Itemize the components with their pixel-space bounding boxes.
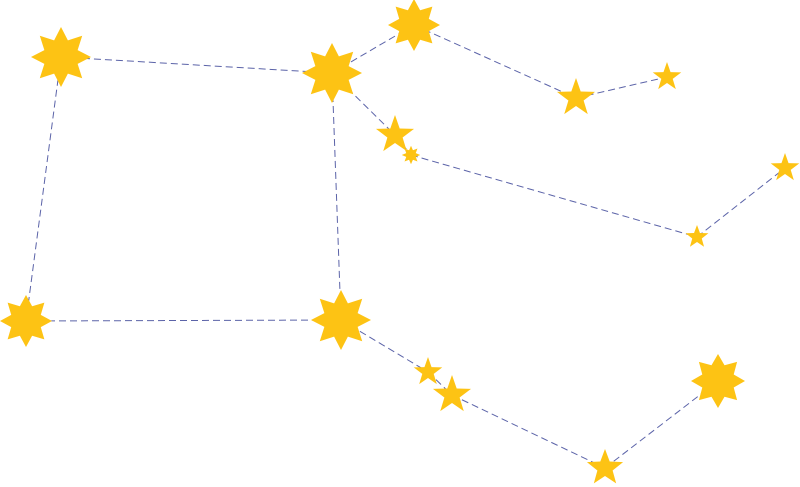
links-layer xyxy=(25,24,786,469)
link-s8-s9 xyxy=(410,154,698,238)
star-5-icon xyxy=(432,375,472,412)
star-5-icon xyxy=(770,153,800,181)
link-s9-s10 xyxy=(696,167,786,238)
star-5-icon xyxy=(586,449,624,484)
star-5-icon xyxy=(556,78,596,115)
star-8-icon xyxy=(31,27,91,87)
star-8-icon xyxy=(0,295,52,347)
star-5-icon xyxy=(413,357,443,385)
star-8-icon xyxy=(388,0,440,51)
link-s11-s12 xyxy=(25,319,342,322)
star-5-icon xyxy=(375,115,415,152)
star-5-icon xyxy=(685,225,709,247)
link-s2-s12 xyxy=(331,72,342,321)
link-s3-s4 xyxy=(413,24,577,99)
star-8-icon xyxy=(402,146,420,164)
star-8-icon xyxy=(311,290,371,350)
star-8-icon xyxy=(302,43,362,103)
star-5-icon xyxy=(652,62,682,90)
link-s1-s11 xyxy=(25,56,62,322)
link-s14-s15 xyxy=(451,394,606,469)
link-s15-s16 xyxy=(604,380,719,469)
link-s1-s2 xyxy=(60,56,333,74)
star-8-icon xyxy=(691,354,745,408)
